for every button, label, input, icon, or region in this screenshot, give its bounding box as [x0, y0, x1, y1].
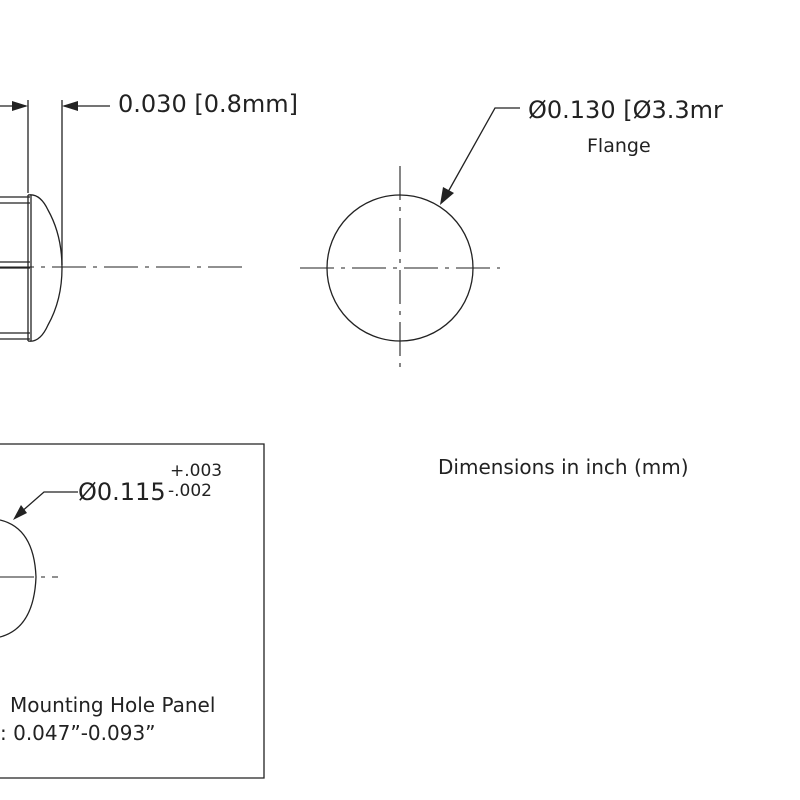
- mounting-hole-title: Mounting Hole Panel: [10, 693, 215, 717]
- hole-tolerance-plus: +.003: [170, 461, 222, 481]
- side-view: [0, 100, 110, 342]
- flange-label: Flange: [587, 135, 651, 157]
- flange-diameter-dimension: Ø0.130 [Ø3.3mr: [528, 96, 723, 124]
- panel-thickness-range: : 0.047”-0.093”: [0, 721, 156, 745]
- hole-tolerance-minus: -.002: [168, 481, 212, 501]
- mounting-hole-panel: [0, 443, 265, 779]
- flange-front-view: [300, 107, 520, 368]
- thickness-dimension: 0.030 [0.8mm]: [118, 90, 298, 118]
- units-note: Dimensions in inch (mm): [438, 455, 689, 479]
- hole-diameter-dimension: Ø0.115: [78, 478, 166, 506]
